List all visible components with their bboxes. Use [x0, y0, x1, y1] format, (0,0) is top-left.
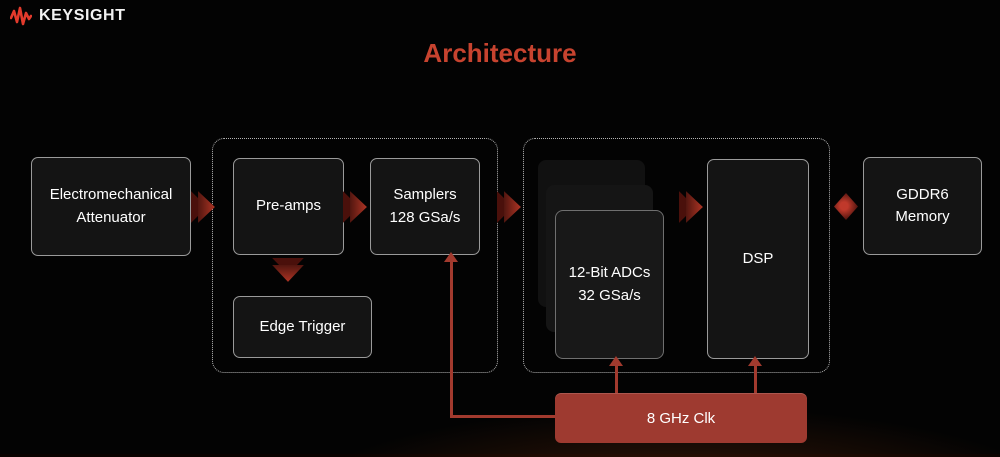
block-attenuator: Electromechanical Attenuator	[31, 157, 191, 256]
block-edge-trigger: Edge Trigger	[233, 296, 372, 358]
block-adcs: 12-Bit ADCs 32 GSa/s	[555, 210, 664, 359]
flow-arrow-right-icon	[191, 189, 217, 225]
brand-text: KEYSIGHT	[39, 7, 126, 24]
keysight-waveform-icon	[10, 6, 32, 26]
front-end-group	[212, 138, 498, 373]
block-clock: 8 GHz Clk	[555, 393, 807, 443]
clock-line-to-adcs	[615, 365, 618, 393]
arrowhead-up-icon	[748, 356, 762, 366]
page-title: Architecture	[423, 38, 577, 68]
block-memory: GDDR6 Memory	[863, 157, 982, 255]
block-samplers: Samplers 128 GSa/s	[370, 158, 480, 255]
arrowhead-up-icon	[609, 356, 623, 366]
bidirectional-arrow-icon	[834, 193, 858, 220]
flow-arrow-right-icon	[497, 189, 523, 225]
flow-arrow-right-icon	[343, 189, 369, 225]
flow-arrow-down-icon	[270, 258, 306, 284]
arrowhead-up-icon	[444, 252, 458, 262]
clock-line-to-dsp	[754, 365, 757, 393]
keysight-logo: KEYSIGHT	[10, 6, 126, 26]
clock-line-horizontal	[450, 415, 555, 418]
block-dsp: DSP	[707, 159, 809, 359]
block-preamps: Pre-amps	[233, 158, 344, 255]
clock-line-to-samplers	[450, 262, 453, 418]
digitizer-group	[523, 138, 830, 373]
flow-arrow-right-icon	[679, 189, 705, 225]
